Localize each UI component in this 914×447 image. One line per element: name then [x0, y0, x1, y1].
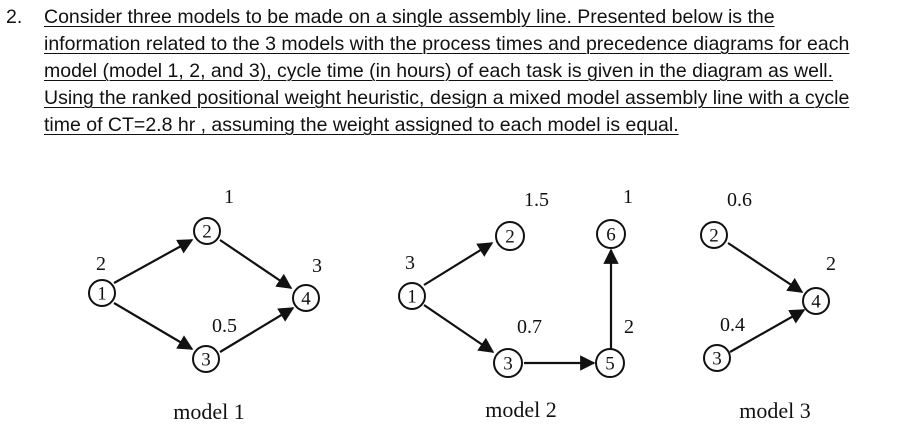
model-3-node-4-time: 2	[826, 253, 836, 275]
model-3-edge-3-4	[729, 309, 806, 353]
model-2-node-1-time: 3	[405, 252, 415, 274]
problem-line-5: time of CT=2.8 hr , assuming the weight …	[44, 114, 679, 136]
problem-line-2: information related to the 3 models with…	[44, 33, 850, 55]
model-1-node-4-time: 3	[312, 255, 322, 277]
model-1-node-3: 3	[192, 345, 220, 373]
model-1-edge-1-3	[113, 302, 194, 350]
model-3-label: model 3	[739, 398, 811, 423]
model-2-node-3-id: 3	[503, 354, 513, 375]
model-2-node-6-time: 1	[623, 186, 633, 208]
model-1-node-3-time: 0.5	[212, 315, 237, 337]
model-2-node-1-id: 1	[407, 287, 417, 308]
model-1-label: model 1	[173, 399, 245, 424]
model-2-node-3: 3	[493, 348, 523, 378]
model-1-node-1-time: 2	[96, 253, 106, 275]
model-3-node-3-id: 3	[712, 349, 722, 370]
model-1-node-2-id: 2	[202, 222, 212, 243]
model-1-diagram: 1 2 2 1 3 0.5 4 3 model 1	[88, 186, 322, 424]
model-1-node-1-id: 1	[97, 284, 107, 305]
model-2-node-2-id: 2	[505, 227, 515, 248]
model-3-diagram: 2 0.6 3 0.4 4 2 model 3	[700, 189, 836, 423]
model-2-node-2: 2	[495, 221, 525, 251]
problem-line-4: Using the ranked positional weight heuri…	[44, 87, 850, 109]
model-1-node-2-time: 1	[224, 186, 234, 208]
model-2-node-6: 6	[596, 219, 626, 249]
model-1-node-4-id: 4	[301, 289, 311, 310]
model-2-node-2-time: 1.5	[524, 189, 549, 211]
model-3-node-4: 4	[802, 287, 830, 315]
model-1-node-3-id: 3	[201, 350, 211, 371]
model-3-node-2: 2	[700, 221, 728, 249]
model-1-edge-2-4	[219, 239, 293, 289]
model-3-node-4-id: 4	[811, 292, 821, 313]
model-3-node-2-time: 0.6	[727, 189, 752, 211]
model-3-node-3-time: 0.4	[720, 314, 745, 336]
model-1-node-1: 1	[88, 279, 116, 307]
model-2-node-5-id: 5	[605, 354, 615, 375]
model-3-edge-2-4	[727, 242, 804, 293]
problem-number: 2.	[6, 6, 23, 28]
model-1-node-4: 4	[292, 284, 320, 312]
model-2-edge-1-2	[423, 242, 494, 286]
model-1-edge-3-4	[219, 307, 295, 353]
model-1-edge-1-2	[113, 239, 194, 284]
model-2-node-5-time: 2	[624, 316, 634, 338]
problem-line-1: Consider three models to be made on a si…	[44, 6, 775, 28]
model-2-node-6-id: 6	[606, 225, 616, 246]
model-2-node-1: 1	[398, 282, 426, 310]
model-3-node-2-id: 2	[709, 226, 719, 247]
model-2-label: model 2	[485, 397, 557, 422]
model-3-node-3: 3	[703, 344, 731, 372]
model-2-node-5: 5	[595, 348, 625, 378]
model-2-edge-1-3	[423, 304, 495, 353]
model-2-node-3-time: 0.7	[517, 316, 542, 338]
model-1-node-2: 2	[193, 217, 221, 245]
model-2-diagram: 1 3 2 1.5 3 0.7 5 2 6 1 model 2	[398, 186, 634, 422]
problem-line-3: model (model 1, 2, and 3), cycle time (i…	[44, 60, 834, 82]
